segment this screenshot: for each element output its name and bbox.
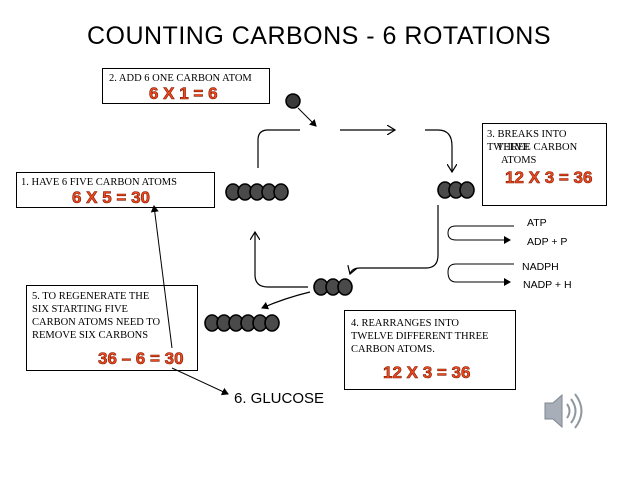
step-1-box: 1. HAVE 6 FIVE CARBON ATOMS 6 X 5 = 30 — [16, 172, 215, 208]
glucose-arrow — [171, 367, 229, 396]
atp-label: ATP — [527, 217, 547, 229]
right-descent-line — [350, 205, 439, 274]
step-3-line-1: 3. BREAKS INTO TWELVE — [487, 129, 567, 153]
top-right-arc — [425, 129, 452, 172]
step-1-calc: 6 X 5 = 30 — [72, 188, 151, 208]
step-2-text: 2. ADD 6 ONE CARBON ATOM — [109, 73, 252, 84]
adp-label: ADP + P — [527, 236, 568, 248]
three-carbon-chain — [437, 181, 475, 199]
nadph-label: NADPH — [522, 261, 559, 273]
top-left-arc — [257, 129, 300, 168]
one-carbon-atom — [285, 93, 301, 109]
bottom-return-arc — [255, 232, 308, 288]
step-4-calc: 12 X 3 = 36 — [383, 363, 471, 383]
six-carbon-chain — [204, 314, 280, 332]
step-5-line-4: REMOVE SIX CARBONS — [32, 330, 149, 341]
nadph-nadp-curve — [447, 263, 514, 286]
step-5-line-1: 5. TO REGENERATE THE — [32, 291, 150, 302]
page-title: COUNTING CARBONS - 6 ROTATIONS — [86, 22, 552, 50]
atp-adp-curve — [447, 225, 514, 244]
step-2-box: 2. ADD 6 ONE CARBON ATOM 6 X 1 = 6 — [102, 68, 270, 104]
step-3-line-3: ATOMS — [501, 155, 537, 166]
step-3-calc: 12 X 3 = 36 — [505, 168, 593, 188]
glucose-label: 6. GLUCOSE — [234, 390, 325, 407]
step-5-calc: 36 – 6 = 30 — [98, 349, 184, 369]
nadp-label: NADP + H — [523, 279, 572, 291]
step-4-line-1: 4. REARRANGES INTO — [351, 318, 460, 329]
step-3-line-2: THREE CARBON — [497, 142, 578, 153]
step-2-calc: 6 X 1 = 6 — [149, 84, 218, 104]
atom-entry-arrow — [297, 107, 317, 127]
to-six-carbon-arc — [261, 291, 311, 310]
speaker-icon[interactable] — [544, 393, 583, 429]
step-3-box: 3. BREAKS INTO TWELVE THREE CARBON ATOMS… — [482, 123, 607, 206]
step-4-line-3: CARBON ATOMS. — [351, 344, 435, 355]
step-5-line-2: SIX STARTING FIVE — [32, 304, 128, 315]
five-carbon-chain — [225, 183, 289, 201]
rearranged-three-carbon-chain — [313, 278, 353, 296]
regenerate-arrow — [150, 205, 173, 349]
step-5-line-3: CARBON ATOMS NEED TO — [32, 317, 161, 328]
step-4-line-2: TWELVE DIFFERENT THREE — [351, 331, 489, 342]
step-1-text: 1. HAVE 6 FIVE CARBON ATOMS — [21, 177, 177, 188]
step-4-box: 4. REARRANGES INTO TWELVE DIFFERENT THRE… — [344, 310, 516, 390]
